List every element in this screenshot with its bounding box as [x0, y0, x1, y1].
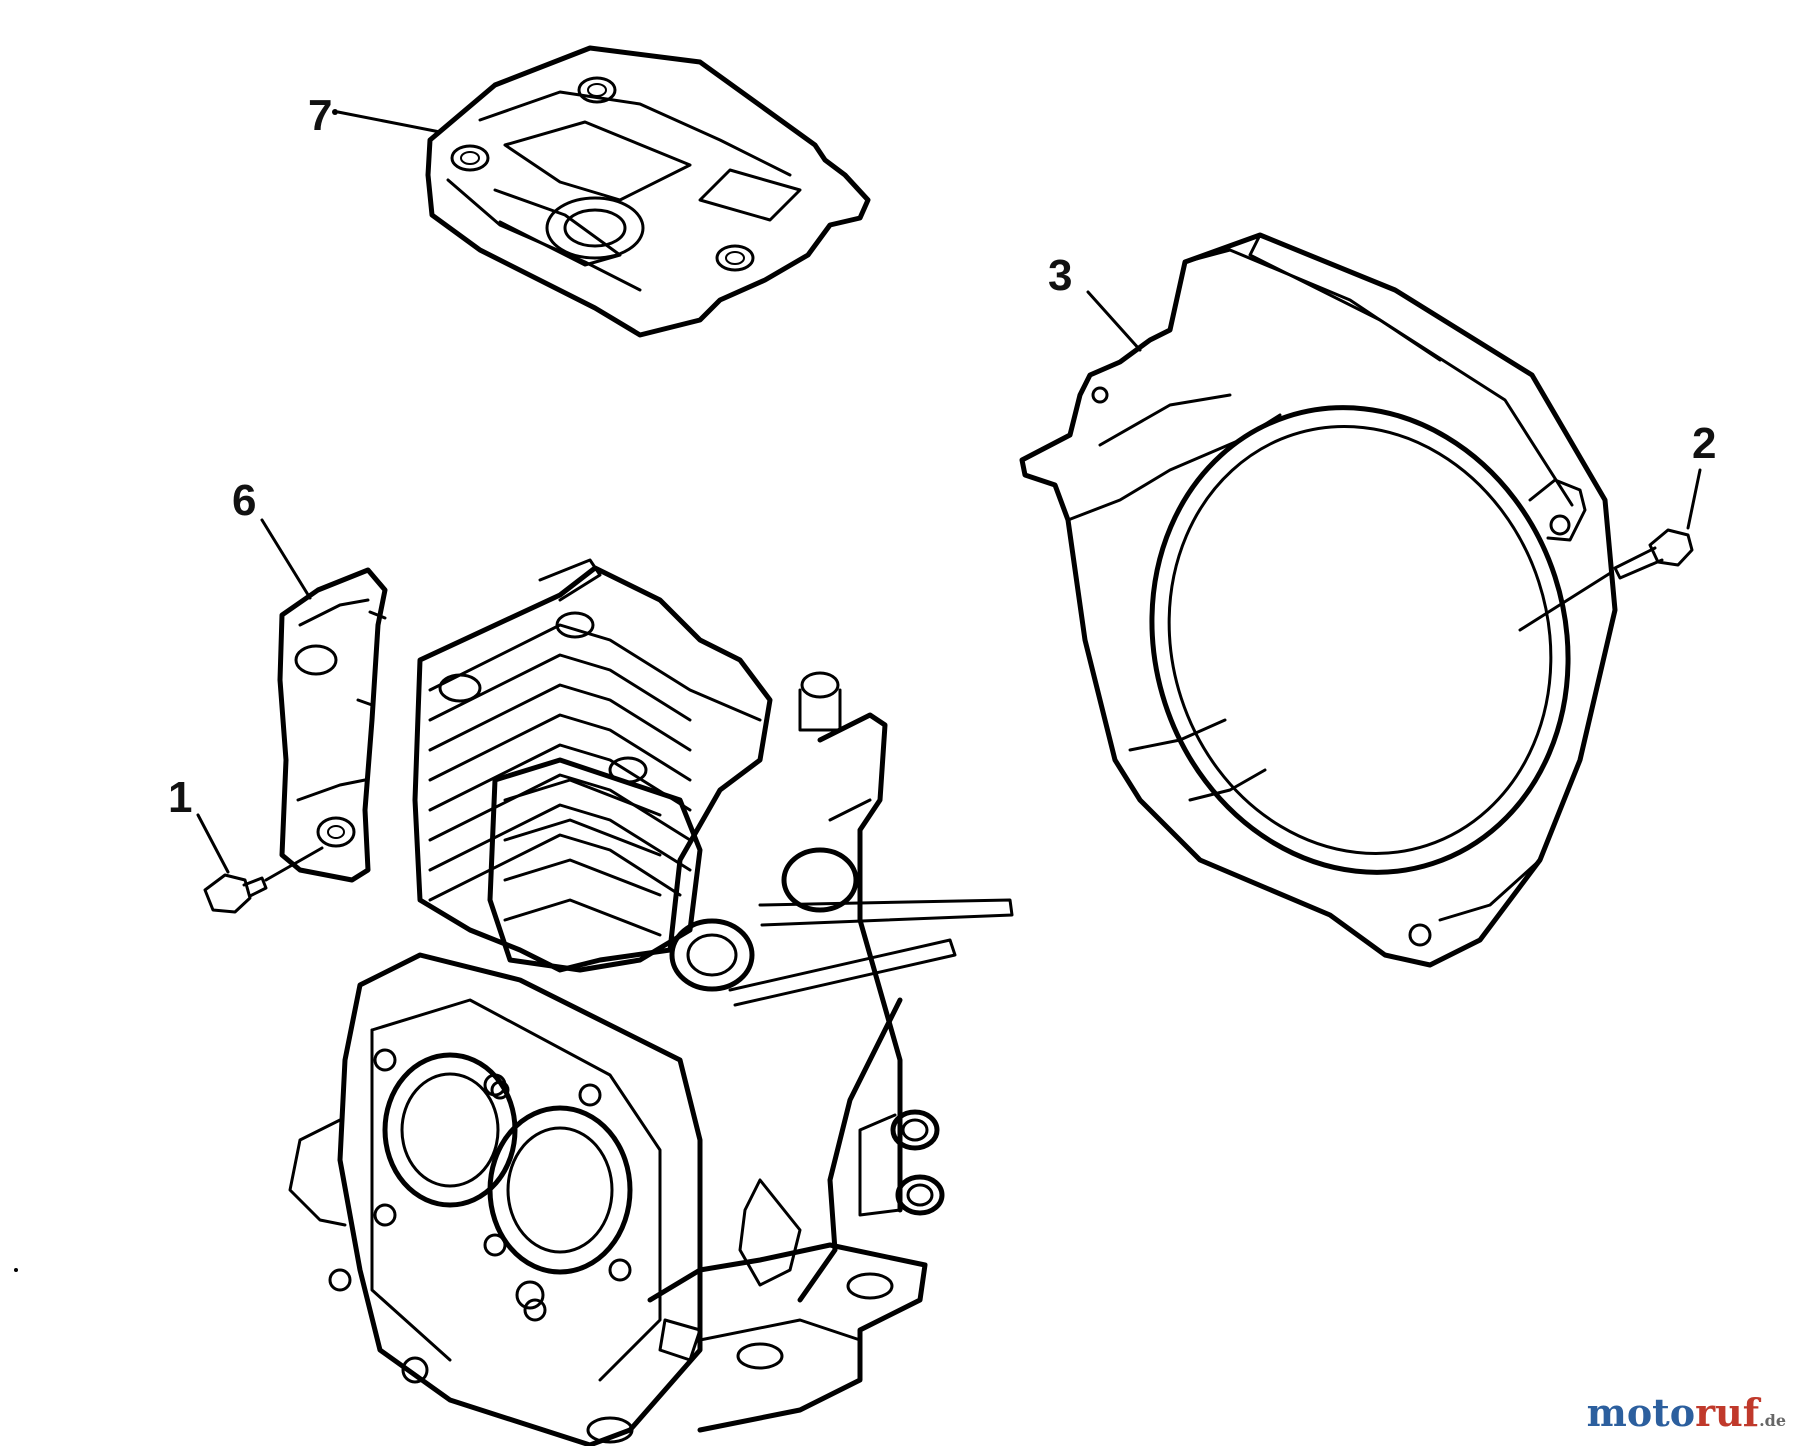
- leader-6: [260, 518, 312, 600]
- part-2-bolt: [1613, 528, 1694, 580]
- callout-3: 3: [1048, 251, 1072, 300]
- watermark-domain: .de: [1759, 1411, 1786, 1430]
- leader-1: [196, 813, 230, 874]
- watermark-logo: motoruf.de: [1587, 1394, 1786, 1432]
- leader-2: [1686, 468, 1702, 530]
- part-6-baffle: [277, 567, 388, 883]
- leader-7: [336, 110, 442, 134]
- leader-3: [1086, 290, 1142, 352]
- leader-2-shaft: [1518, 570, 1614, 632]
- stray-dot: [14, 1268, 18, 1272]
- part-7-head-cover: [425, 45, 871, 338]
- part-1-bolt: [203, 873, 268, 914]
- callout-1: 1: [168, 773, 192, 822]
- callout-6: 6: [232, 476, 256, 525]
- leader-7-tip: [332, 109, 338, 115]
- callout-7: 7: [308, 91, 332, 140]
- engine-block: [288, 558, 1014, 1446]
- watermark-prefix: moto: [1586, 1390, 1696, 1435]
- leader-1-shaft: [264, 846, 324, 882]
- part-3-blower-housing: [1019, 232, 1618, 968]
- watermark-suffix: ruf: [1695, 1390, 1760, 1435]
- callout-2: 2: [1692, 419, 1716, 468]
